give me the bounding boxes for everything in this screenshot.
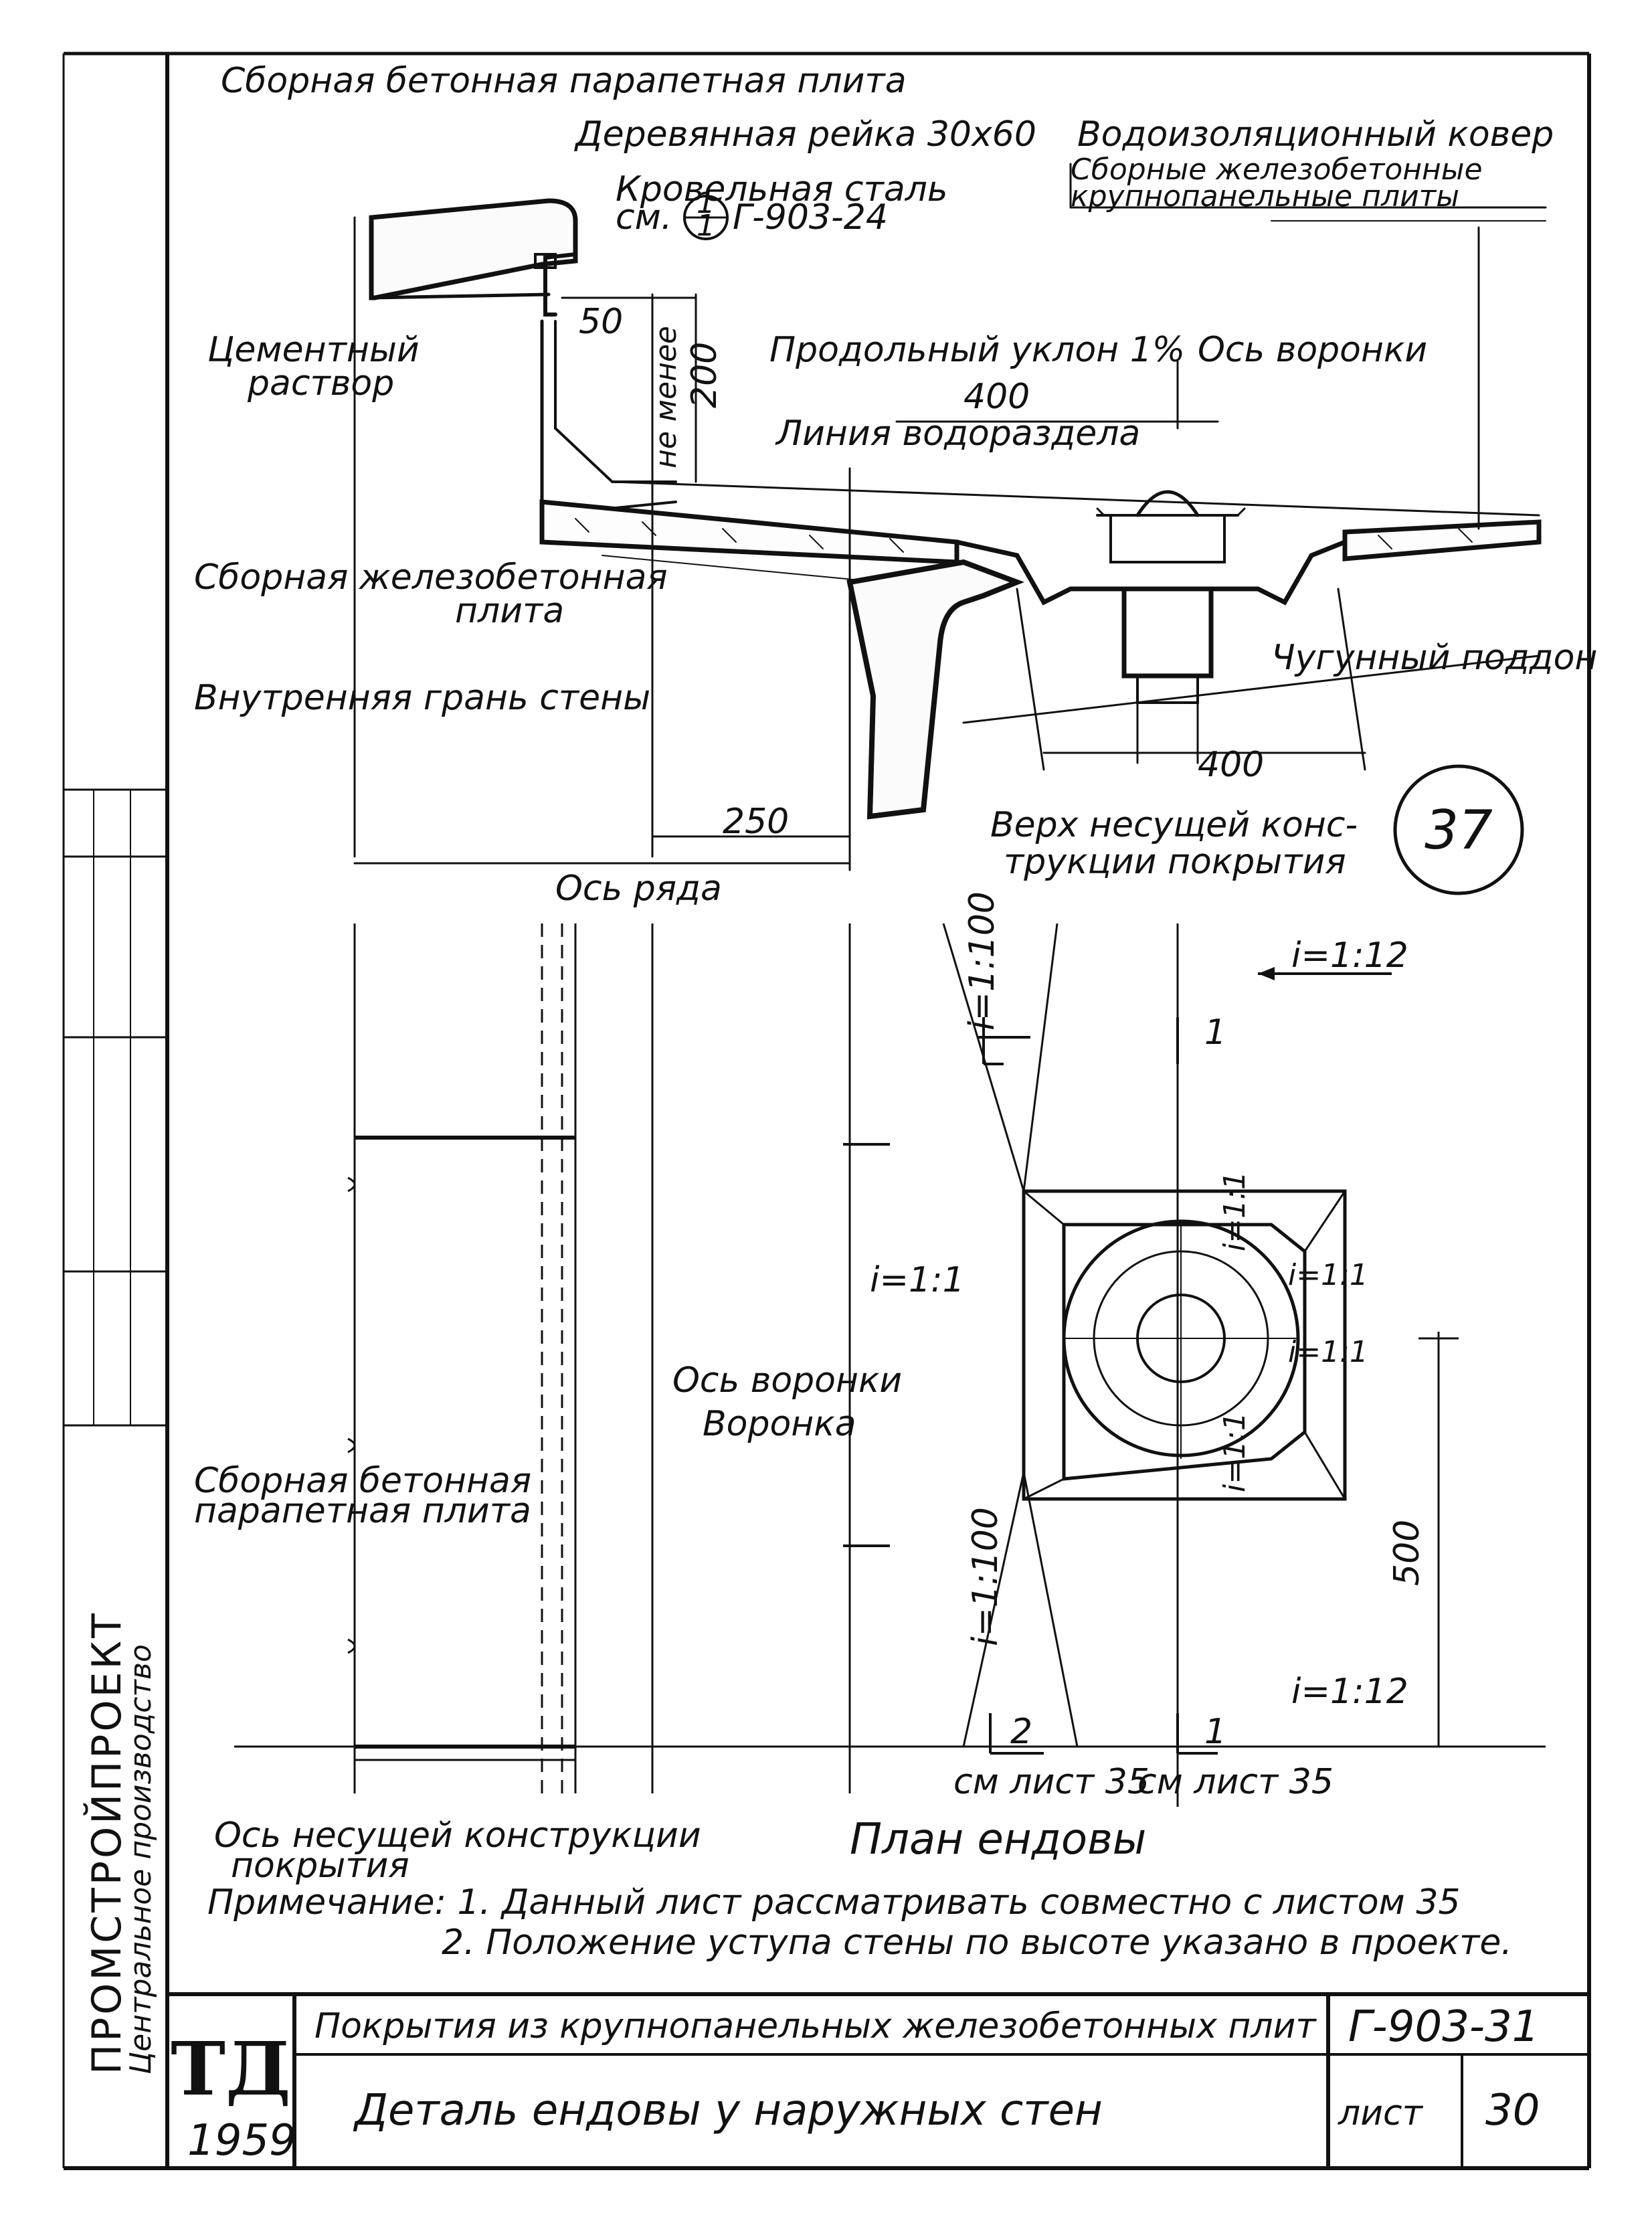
- label-watershed: Линия водораздела: [775, 414, 1140, 454]
- label-top-bearing-2: трукции покрытия: [1004, 842, 1346, 882]
- label-waterproof-carpet: Водоизоляционный ковер: [1077, 114, 1554, 155]
- drawing-title: Деталь ендовы у наружных стен: [353, 2086, 1103, 2135]
- title-block: [167, 1992, 1589, 2168]
- logo-td: ТД: [171, 2026, 291, 2112]
- title-block-text: ТД 1959 Покрытия из крупнопанельных желе…: [171, 2002, 1540, 2165]
- plan-title: План ендовы: [850, 1815, 1146, 1864]
- section-mark-1-top: 1: [1204, 1012, 1226, 1053]
- section-view: [353, 163, 1547, 871]
- label-roof-steel: Кровельная сталь: [616, 169, 948, 209]
- label-plan-parapet-2: парапетная плита: [194, 1491, 531, 1531]
- sheet-label: лист: [1338, 2093, 1424, 2133]
- section-labels: Сборная бетонная парапетная плита Деревя…: [194, 61, 1597, 909]
- note-line-2: 2. Положение уступа стены по высоте указ…: [442, 1923, 1512, 1963]
- note-line-1: Примечание: 1. Данный лист рассматривать…: [207, 1882, 1460, 1923]
- dim-500: 500: [1387, 1520, 1427, 1586]
- label-top-bearing-1: Верх несущей конс-: [990, 805, 1358, 845]
- label-rc-slab-2: плита: [455, 591, 564, 631]
- label-cement: Цементный: [207, 330, 420, 370]
- label-mortar: раствор: [247, 363, 394, 404]
- detail-number: 37: [1425, 799, 1493, 861]
- slope-1-1-c: i=1:1: [1288, 1335, 1368, 1369]
- section-mark-1-bottom: 1: [1204, 1712, 1226, 1752]
- label-funnel: Воронка: [703, 1404, 856, 1444]
- slope-1-1-a: i=1:1: [1218, 1171, 1252, 1251]
- label-funnel-axis: Ось воронки: [1198, 330, 1427, 370]
- sheet-frame: [62, 52, 1591, 2170]
- label-plan-parapet-1: Сборная бетонная: [194, 1461, 531, 1501]
- label-parapet-plate: Сборная бетонная парапетная плита: [221, 61, 907, 101]
- slope-1-1-left: i=1:1: [870, 1260, 965, 1300]
- label-not-less: не менее: [649, 326, 683, 468]
- section-callout: 1 1: [683, 186, 729, 243]
- see-sheet-35-b: см лист 35: [1137, 1762, 1334, 1802]
- slope-1-12-bottom: i=1:12: [1291, 1672, 1408, 1712]
- dim-250: 250: [723, 802, 789, 842]
- see-sheet-35-a: см лист 35: [953, 1762, 1150, 1802]
- label-wood-batten: Деревянная рейка 30х60: [574, 114, 1036, 155]
- label-panels-line1: Сборные железобетонные: [1071, 153, 1483, 187]
- sheet-number: 30: [1485, 2086, 1540, 2135]
- callout-numerator: 1: [697, 186, 715, 220]
- margin-org: ПРОМСТРОЙПРОЕКТ Центральное производство: [82, 1611, 158, 2074]
- label-panels-line2: крупнопанельные плиты: [1071, 179, 1459, 213]
- label-row-axis: Ось ряда: [555, 869, 722, 909]
- section-mark-2: 2: [1010, 1712, 1032, 1752]
- dim-50: 50: [579, 302, 623, 342]
- label-plan-funnel-axis: Ось воронки: [672, 1360, 902, 1401]
- dim-400-bottom: 400: [1198, 745, 1264, 785]
- slope-1-12-top: i=1:12: [1291, 936, 1408, 976]
- label-roof-steel-see: см.: [616, 197, 672, 238]
- dim-200: 200: [684, 342, 725, 408]
- year: 1959: [187, 2116, 296, 2165]
- plan-view: [234, 923, 1546, 1807]
- label-slope: Продольный уклон 1%: [769, 330, 1185, 370]
- label-rc-slab: Сборная железобетонная: [194, 557, 668, 598]
- label-bearing-axis-2: покрытия: [231, 1846, 409, 1886]
- callout-denominator: 1: [697, 209, 715, 243]
- label-roof-steel-ref: Г-903-24: [733, 197, 888, 238]
- drawing-code: Г-903-31: [1348, 2002, 1539, 2052]
- dim-400-top: 400: [963, 377, 1030, 417]
- label-inner-face: Внутренняя грань стены: [194, 678, 650, 718]
- slope-1-100-bottom: i=1:100: [966, 1507, 1006, 1646]
- notes: Примечание: 1. Данный лист рассматривать…: [207, 1882, 1512, 1963]
- org-subtitle: Центральное производство: [124, 1644, 158, 2074]
- org-name: ПРОМСТРОЙПРОЕКТ: [82, 1611, 130, 2074]
- subject: Покрытия из крупнопанельных железобетонн…: [314, 2006, 1317, 2046]
- label-bearing-axis-1: Ось несущей конструкции: [214, 1816, 701, 1856]
- slope-1-1-b: i=1:1: [1288, 1258, 1368, 1292]
- label-cast-iron-tray: Чугунный поддон: [1271, 638, 1597, 678]
- slope-1-1-d: i=1:1: [1218, 1412, 1252, 1492]
- detail-circle: 37: [1393, 764, 1524, 895]
- slope-1-100-top: i=1:100: [962, 891, 1002, 1031]
- plan-labels: i=1:100 i=1:12 1 i=1:1 i=1:1 i=1:1 i=1:1…: [194, 891, 1427, 1886]
